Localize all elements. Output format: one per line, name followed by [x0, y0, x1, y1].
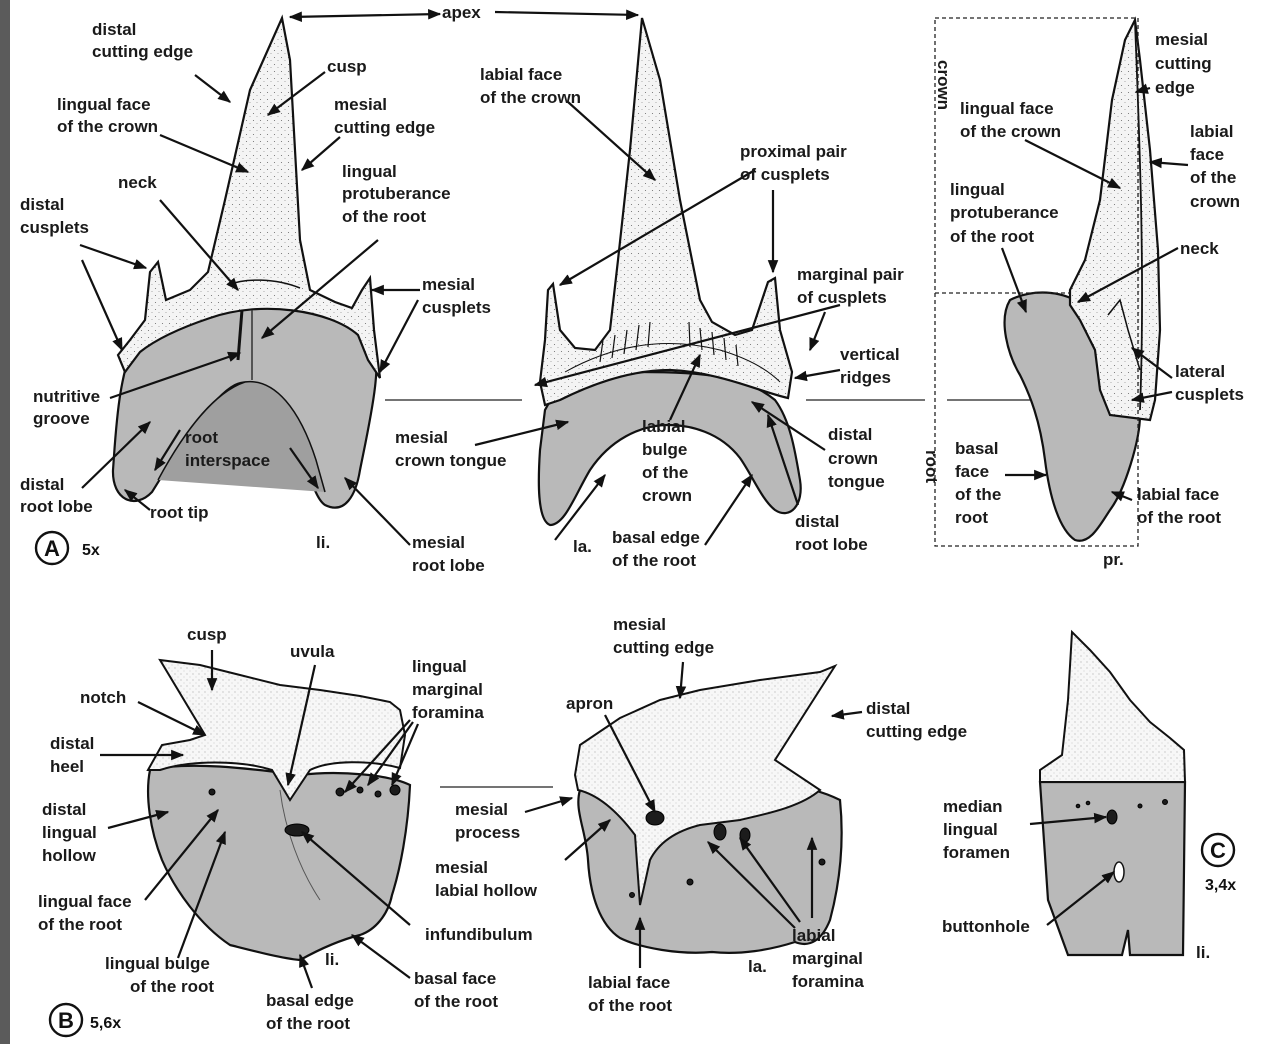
view-lingual-c: li.	[1196, 943, 1210, 962]
view-labial-b: la.	[748, 957, 767, 976]
scale-b: 5,6x	[90, 1015, 121, 1032]
label-b-cusp: cusp	[187, 625, 227, 644]
badge-c: C	[1210, 838, 1226, 863]
label-neck-pr: neck	[1180, 239, 1219, 258]
tooth-b-labial	[575, 666, 842, 953]
tooth-a-lingual	[113, 18, 380, 508]
scale-a: 5x	[82, 542, 100, 559]
root-c	[1040, 782, 1185, 955]
label-b-notch: notch	[80, 688, 126, 707]
badge-a: A	[44, 536, 60, 561]
view-lingual-b: li.	[325, 950, 339, 969]
label-b-infundibulum: infundibulum	[425, 925, 533, 944]
label-apex: apex	[442, 3, 481, 22]
tooth-b-lingual	[148, 660, 410, 960]
view-profile-a: pr.	[1103, 550, 1124, 569]
label-b-uvula: uvula	[290, 642, 335, 661]
view-lingual-a: li.	[316, 533, 330, 552]
scale-c: 3,4x	[1205, 877, 1236, 894]
badge-b: B	[58, 1008, 74, 1033]
crown-c	[1040, 632, 1185, 782]
label-root-tip: root tip	[150, 503, 209, 522]
label-c-buttonhole: buttonhole	[942, 917, 1030, 936]
label-b-apron: apron	[566, 694, 613, 713]
label-cusp: cusp	[327, 57, 367, 76]
box-crown-label: crown	[934, 60, 953, 110]
view-labial-a: la.	[573, 537, 592, 556]
box-root-label: root	[922, 450, 941, 483]
buttonhole-mark	[1114, 862, 1124, 882]
label-neck: neck	[118, 173, 157, 192]
median-lingual-foramen-mark	[1107, 810, 1117, 824]
panel-a: crown root	[20, 3, 1244, 575]
crown-labial	[540, 18, 792, 405]
